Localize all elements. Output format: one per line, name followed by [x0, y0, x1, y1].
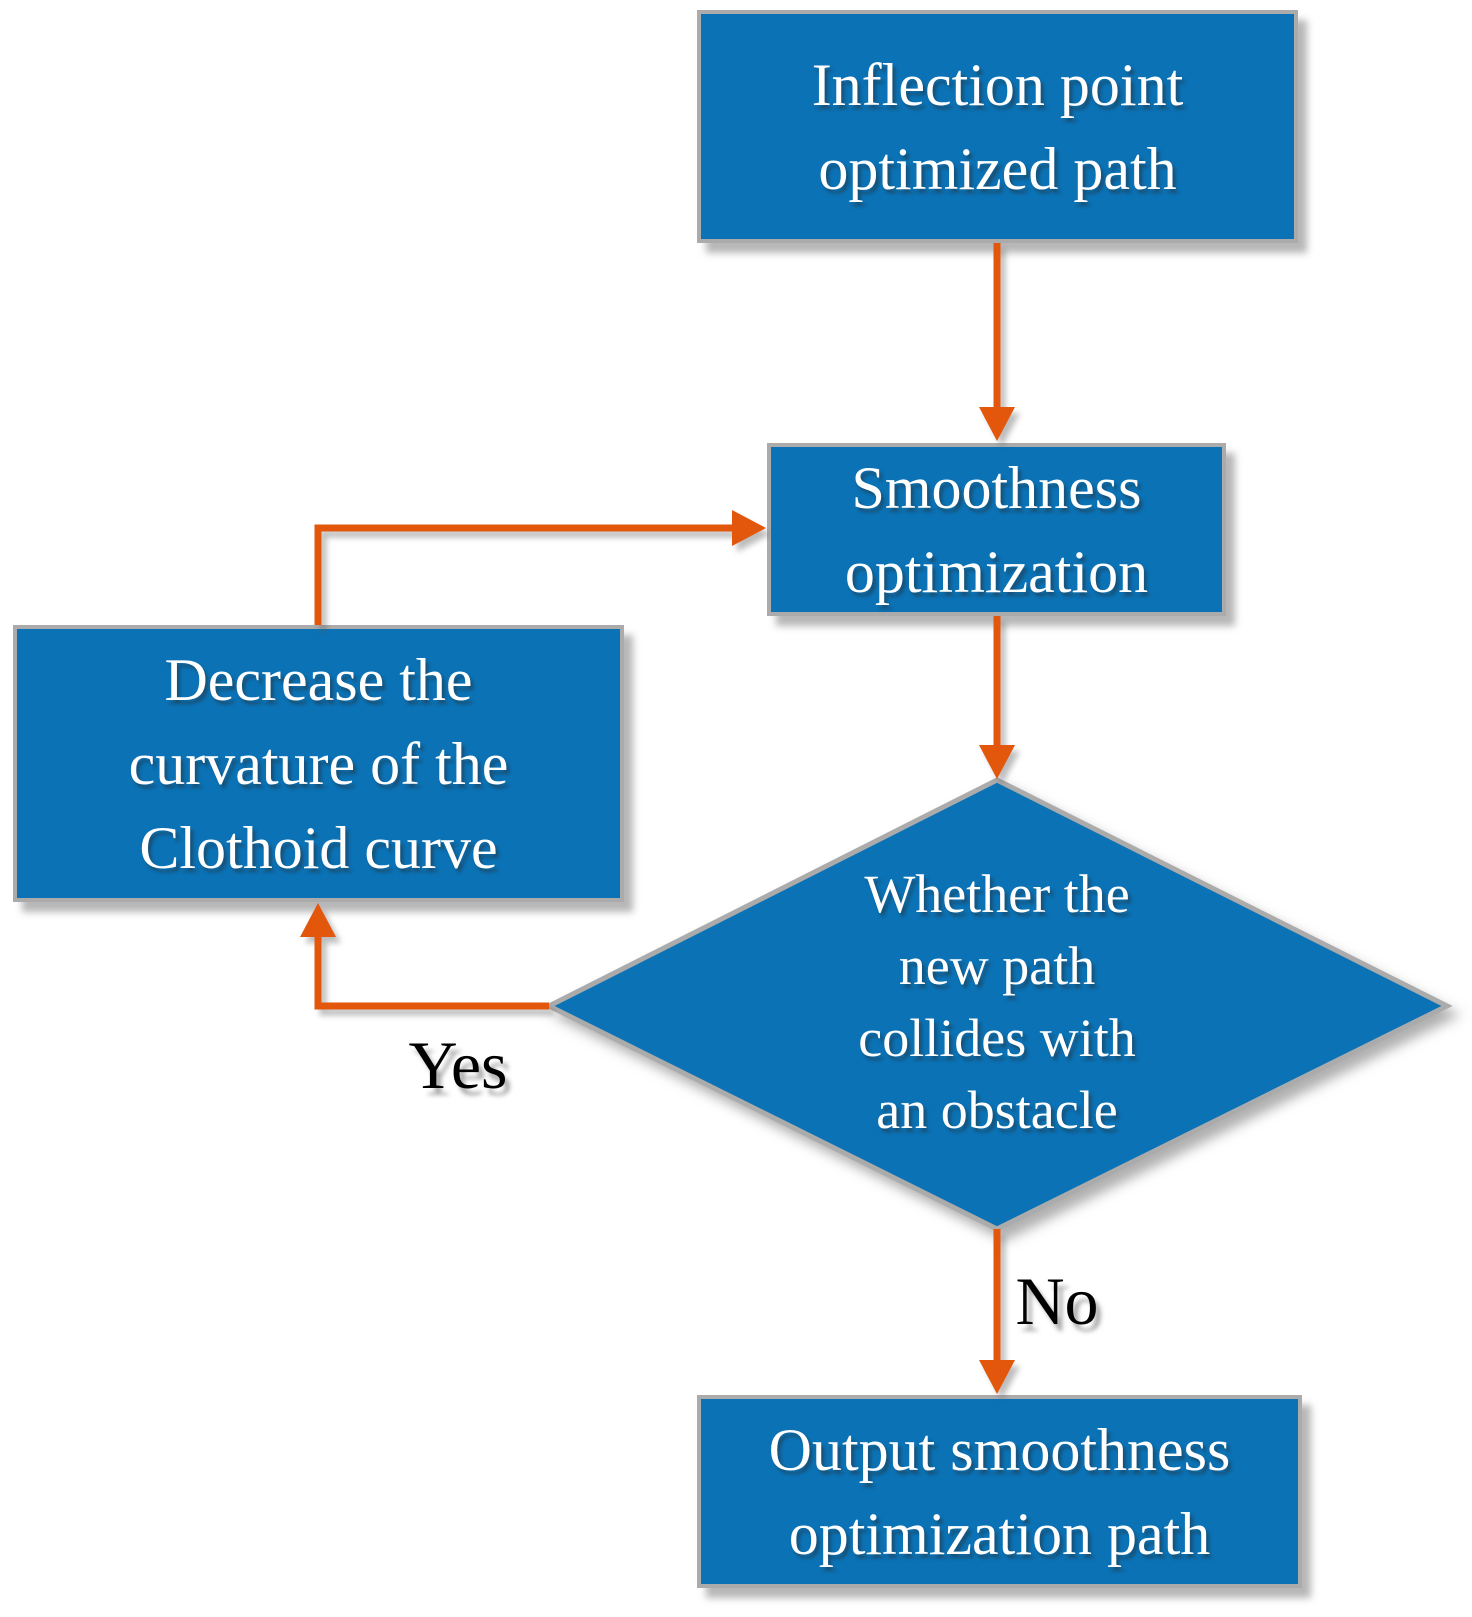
arrowhead-down-icon — [979, 407, 1015, 441]
node-text-line: Decrease the — [164, 646, 473, 713]
edge-decision-yes-to-decrease — [300, 903, 549, 1010]
node-text-line: optimization path — [788, 1500, 1211, 1567]
node-text-line: Inflection point — [811, 51, 1184, 118]
edge-label-no: No — [1015, 1263, 1099, 1339]
edge-label-yes: Yes — [408, 1027, 508, 1103]
node-smoothness-optimization: Smoothness optimization — [767, 443, 1226, 616]
node-text-line: Smoothness — [851, 454, 1142, 521]
node-text-line: Clothoid curve — [139, 814, 498, 881]
node-text-line: Output smoothness — [768, 1416, 1231, 1483]
arrowhead-down-icon — [979, 745, 1015, 779]
node-text-line: optimization — [844, 538, 1149, 605]
node-output-smoothness-path: Output smoothness optimization path — [697, 1395, 1302, 1588]
node-decision-collision-check: Whether the new path collides with an ob… — [700, 858, 1294, 1146]
edge-start-to-smoothness — [979, 243, 1015, 441]
arrowhead-right-icon — [732, 510, 766, 546]
node-text-line: Whether the — [864, 864, 1130, 924]
node-inflection-point-optimized-path: Inflection point optimized path — [697, 10, 1298, 243]
edge-decrease-to-smoothness — [314, 510, 766, 625]
node-decrease-curvature-clothoid: Decrease the curvature of the Clothoid c… — [13, 625, 624, 902]
node-text-line: collides with — [858, 1008, 1136, 1068]
node-text-line: an obstacle — [876, 1080, 1118, 1140]
node-text-line: optimized path — [818, 135, 1177, 202]
node-text-line: curvature of the — [128, 730, 509, 797]
arrowhead-down-icon — [979, 1360, 1015, 1394]
node-text-line: new path — [898, 936, 1096, 996]
edge-smoothness-to-decision — [979, 616, 1015, 779]
arrowhead-up-icon — [300, 903, 336, 937]
